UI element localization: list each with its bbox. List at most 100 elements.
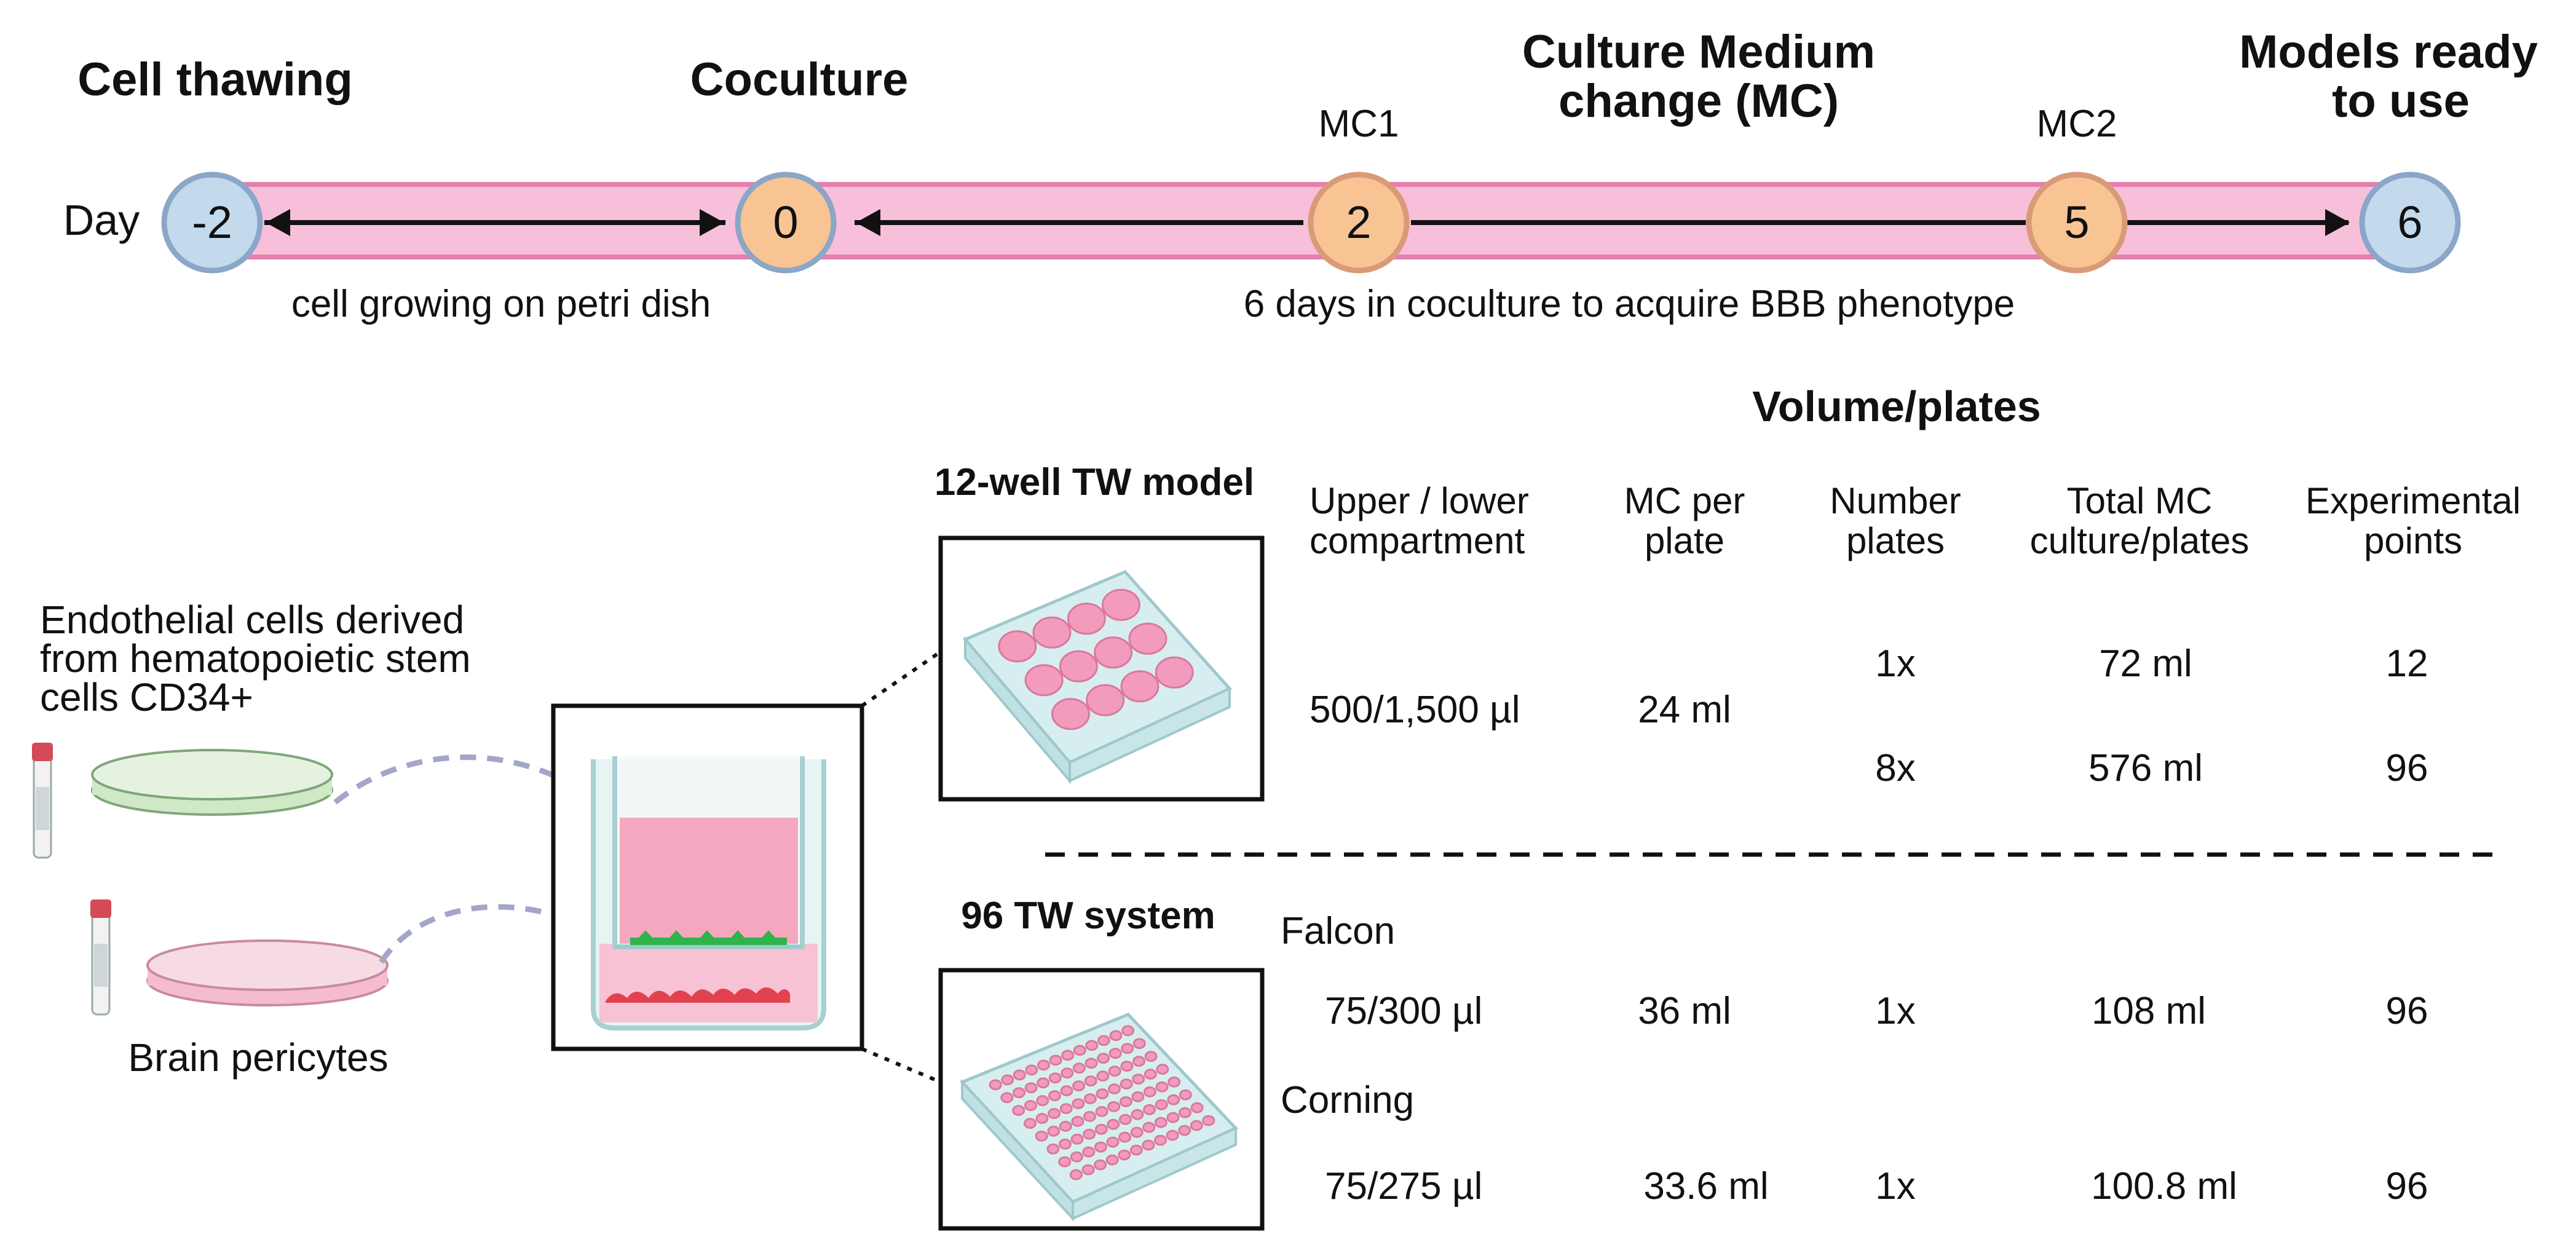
well — [1154, 1134, 1167, 1146]
table-row-corning: Corning 75/275 µl 33.6 ml 1x 100.8 ml 96 — [1281, 1079, 2428, 1208]
volume-table: Volume/plates Upper / lower compartment … — [1045, 382, 2521, 1208]
day-node-minus2: -2 — [161, 172, 263, 274]
well — [1094, 1159, 1107, 1171]
connector-12well — [861, 650, 942, 708]
cell-plates: 8x — [1875, 747, 1915, 789]
caption-growing: cell growing on petri dish — [291, 283, 711, 325]
well — [1097, 1053, 1110, 1064]
well — [1072, 1098, 1085, 1109]
day-node-6: 6 — [2359, 172, 2461, 274]
phase-title-medium-change-line1: Culture Medium — [1522, 26, 1875, 78]
well — [1094, 1141, 1107, 1153]
well — [1058, 1156, 1072, 1168]
well — [1129, 1144, 1143, 1156]
well — [1167, 1077, 1181, 1088]
well — [1108, 1048, 1122, 1059]
day-value: 0 — [773, 197, 798, 248]
well — [1037, 1059, 1050, 1071]
well — [1179, 1089, 1192, 1101]
well — [1190, 1102, 1204, 1113]
endothelial-line-2: from hematopoietic stem — [40, 636, 471, 681]
well — [1059, 1138, 1072, 1150]
endothelial-line-3: cells CD34+ — [40, 675, 253, 719]
row-label-falcon: Falcon — [1281, 910, 1395, 952]
arrowhead-left-icon — [266, 209, 290, 236]
well — [1144, 1051, 1158, 1062]
well — [1070, 1151, 1083, 1163]
cell-mc-per-plate: 33.6 ml — [1643, 1165, 1768, 1208]
cell-points: 96 — [2386, 1165, 2428, 1208]
well — [1049, 1054, 1062, 1066]
cell-mc-per-plate: 36 ml — [1638, 990, 1731, 1032]
well — [1130, 1126, 1144, 1138]
cell-total: 576 ml — [2088, 747, 2203, 789]
well — [1094, 636, 1133, 669]
well — [1085, 1057, 1098, 1069]
cell-tube-icon — [90, 899, 111, 1016]
pink-petri-dish-icon — [146, 939, 389, 1006]
well — [1155, 1099, 1168, 1110]
well — [1118, 1131, 1132, 1143]
cell-total: 108 ml — [2092, 990, 2206, 1032]
mc1-label: MC1 — [1319, 103, 1399, 145]
well — [1131, 1109, 1144, 1120]
well — [1072, 1080, 1086, 1092]
day-node-5: 5 — [2026, 172, 2128, 274]
well — [1069, 1169, 1083, 1180]
cell-plates: 1x — [1875, 642, 1915, 685]
well — [1132, 1073, 1145, 1085]
well — [1037, 1077, 1050, 1089]
green-petri-dish-icon — [91, 749, 333, 816]
well — [1143, 1104, 1156, 1115]
well — [1048, 1108, 1061, 1119]
well — [1085, 1040, 1099, 1051]
well — [1084, 1075, 1097, 1087]
arrowhead-right-icon — [700, 209, 724, 236]
phase-title-cell-thawing: Cell thawing — [77, 53, 353, 106]
cell-tube-icon — [32, 743, 53, 859]
well — [1023, 1118, 1037, 1129]
cell-compartment: 75/275 µl — [1325, 1165, 1482, 1208]
well — [1024, 1100, 1037, 1112]
well — [1119, 1096, 1132, 1107]
cell-sources: Endothelial cells derived from hematopoi… — [32, 598, 689, 1080]
well — [1132, 1038, 1146, 1049]
well — [1142, 1121, 1156, 1133]
cell-plates: 1x — [1875, 1165, 1915, 1208]
well — [1032, 616, 1072, 649]
well — [1155, 1081, 1169, 1093]
table-header: Upper / lower compartment MC per plate N… — [1310, 480, 2521, 561]
phase-title-ready-line1: Models ready — [2239, 26, 2538, 78]
well — [1036, 1095, 1049, 1107]
header-compartment-2: compartment — [1310, 520, 1525, 561]
row-label-corning: Corning — [1281, 1079, 1414, 1121]
well — [1024, 1082, 1038, 1094]
day-label: Day — [63, 196, 140, 244]
well — [1178, 1125, 1191, 1136]
header-points-2: points — [2364, 520, 2462, 561]
well — [1013, 1087, 1025, 1099]
well — [1128, 622, 1167, 655]
well — [1120, 670, 1160, 703]
well — [1132, 1056, 1145, 1067]
endothelial-layer — [630, 930, 787, 945]
header-compartment-1: Upper / lower — [1310, 480, 1529, 521]
well — [1035, 1113, 1049, 1124]
well — [1166, 1112, 1180, 1123]
day-value: 5 — [2064, 197, 2089, 248]
model-12well: 12-well TW model — [934, 461, 1265, 802]
well — [1131, 1091, 1145, 1102]
header-mc-1: MC per — [1624, 480, 1745, 521]
arrowhead-right-icon — [2325, 209, 2350, 236]
header-plates-1: Number — [1830, 480, 1961, 521]
phase-title-coculture: Coculture — [690, 53, 909, 106]
well — [1025, 1064, 1038, 1076]
well — [1108, 1065, 1121, 1077]
table-title: Volume/plates — [1752, 382, 2041, 430]
well — [1095, 1106, 1108, 1117]
well — [1118, 1113, 1132, 1125]
arrowhead-left-icon — [856, 209, 880, 236]
well — [1144, 1069, 1157, 1080]
well — [1048, 1072, 1062, 1084]
day-value: 2 — [1346, 197, 1371, 248]
